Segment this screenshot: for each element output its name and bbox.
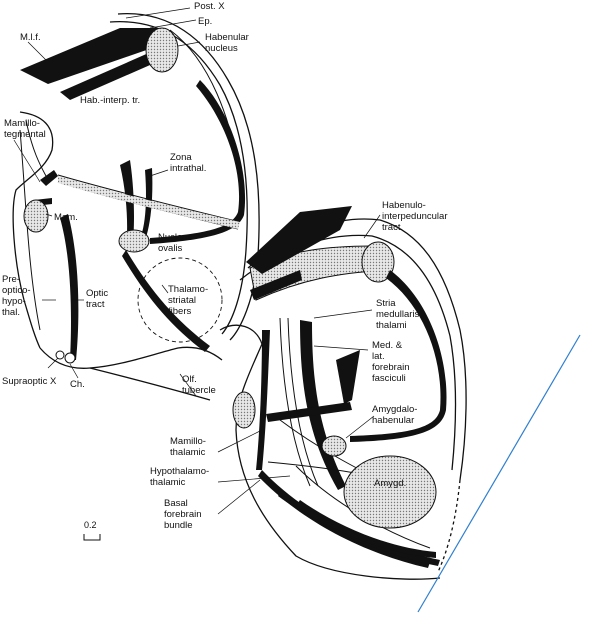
label-basal-forebrain: Basal forebrain bundle: [164, 498, 204, 531]
amygdala: [343, 455, 437, 529]
habenular-nucleus: [145, 27, 179, 73]
label-habenular-nucleus: Habenular nucleus: [205, 32, 251, 54]
label-amygd: Amygd.: [374, 478, 406, 489]
mamillary-body: [23, 199, 49, 233]
label-stria-medullaris: Stria medullaris thalami: [376, 298, 422, 331]
mamillary-body-lower: [232, 391, 256, 429]
leader-lines: [13, 7, 381, 515]
thalamo-striatal-region: [137, 257, 223, 343]
supraoptic-nucleus: [55, 350, 65, 360]
label-habenulo-interpeduncular: Habenulo- interpeduncular tract: [382, 200, 450, 233]
label-zona-intrathal: Zona intrathal.: [170, 152, 206, 174]
nucleus-ovalis-body: [118, 229, 150, 253]
label-supraoptic-x: Supraoptic X: [2, 376, 57, 387]
label-nucleus-ovalis: Nucleus ovalis: [158, 232, 195, 254]
label-ep: Ep.: [198, 16, 212, 27]
scale-bar-label: 0.2: [84, 520, 97, 530]
label-optic-tract: Optic tract: [86, 288, 111, 310]
label-mamillo-tegmental: Mamillo- tegmental: [4, 118, 46, 140]
optic-chiasm: [64, 352, 76, 364]
lower-black-tracts: [246, 206, 447, 568]
label-amygdalo-habenular: Amygdalo- habenular: [372, 404, 420, 426]
label-olf-tubercle: Olf. tubercle: [182, 374, 216, 396]
label-hypothalamo-thalamic: Hypothalamo- thalamic: [150, 466, 212, 488]
scale-bar: 0.2: [83, 520, 101, 541]
label-forebrain-fasciculi: Med. & lat. forebrain fasciculi: [372, 340, 412, 384]
zona-intrathal-band: [58, 176, 240, 229]
label-preoptico-hypothal: Pre- optico- hypo- thal.: [2, 274, 33, 318]
label-thalamo-striatal: Thalamo- striatal fibers: [168, 284, 211, 317]
label-mlf: M.l.f.: [20, 32, 41, 43]
habenular-nucleus-lower: [361, 241, 395, 283]
label-mam: Mam.: [54, 212, 78, 223]
amygdalo-habenular-node: [321, 435, 347, 457]
label-hab-interp-tr: Hab.-interp. tr.: [80, 95, 140, 106]
label-post-x: Post. X: [194, 1, 225, 12]
upper-black-tracts: [20, 28, 246, 360]
label-mamillo-thalamic: Mamillo- thalamic: [170, 436, 209, 458]
label-ch: Ch.: [70, 379, 85, 390]
upper-section-outline: [12, 13, 260, 401]
scale-bar-line: [83, 534, 101, 541]
section-cut-line: [417, 334, 581, 613]
